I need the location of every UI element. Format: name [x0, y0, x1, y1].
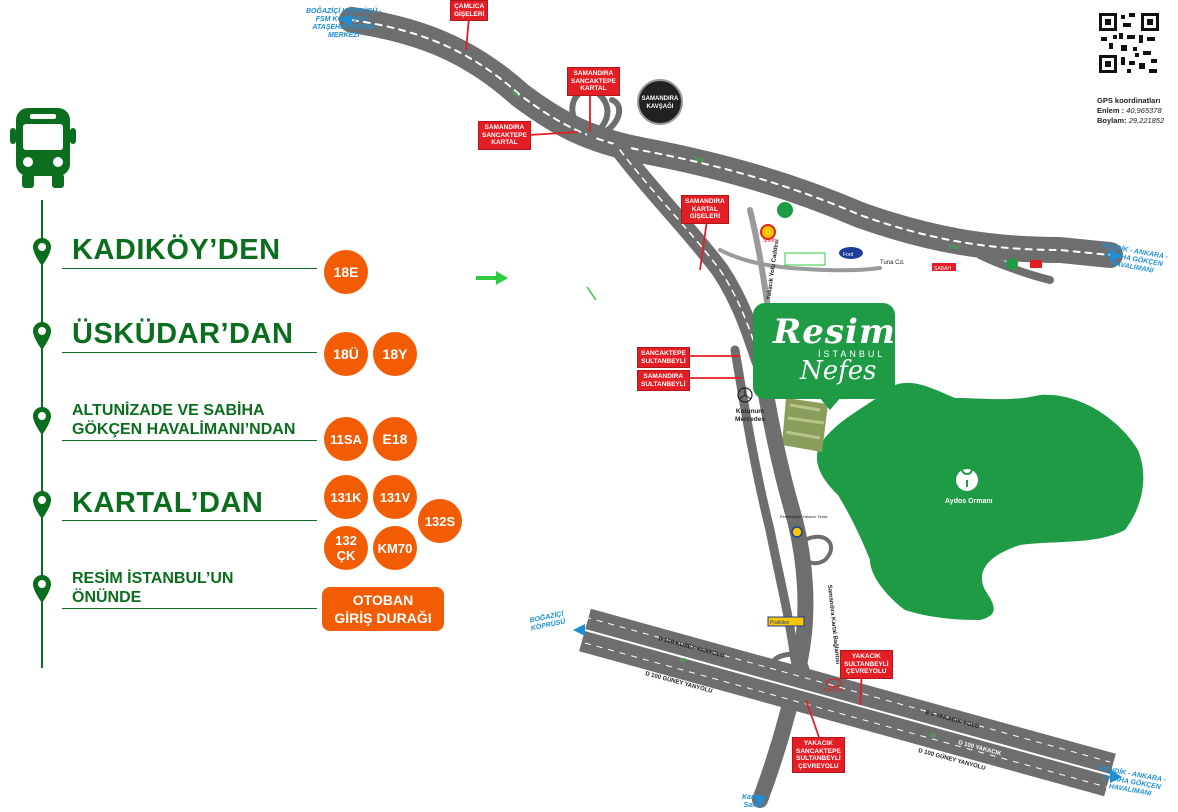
bus-line-badge: 131V [373, 475, 417, 519]
yakacik-sancaktepe-label: YAKACIK SANCAKTEPE SULTANBEYLİ ÇEVREYOLU [792, 737, 845, 773]
location-pin-icon [33, 407, 51, 435]
tem-label-2: TEM [693, 156, 705, 164]
logo-line2: İSTANBUL [818, 349, 886, 359]
logo-line1: Resim [773, 312, 896, 352]
bogazici-top-label: BOĞAZİÇİ KÖPRÜSÜ - FSM KÖPRÜSÜ - ATAŞEHİ… [306, 8, 382, 39]
bus-line-badge: 132S [418, 499, 462, 543]
fb-icon [791, 526, 803, 538]
resim-istanbul-logo [753, 303, 895, 399]
stop-divider [62, 352, 317, 353]
samandira-sancaktepe-kartal-1-label: SAMANDIRA SANCAKTEPE KARTAL [567, 67, 620, 96]
location-pin-icon [33, 491, 51, 519]
stop-divider [62, 608, 317, 609]
logo-line3: Nefes [800, 356, 877, 386]
d100-highway [579, 608, 1116, 797]
samandira-kavsagi-line2: KAVŞAĞI [647, 102, 674, 110]
stop-uskudar-title: ÜSKÜDAR’DAN [72, 318, 294, 350]
stop-divider [62, 440, 317, 441]
highway-stop-badge: OTOBAN GİRİŞ DURAĞI [322, 587, 444, 631]
e5-label-2: E5 [930, 733, 936, 739]
sancaktepe-sultanbeyli-label: SANCAKTEPE SULTANBEYLİ [637, 347, 690, 368]
sabah-icon [932, 263, 956, 271]
stop-divider [62, 268, 317, 269]
samandira-kartal-giseleri-label: SAMANDIRA KARTAL GİŞELERİ [681, 195, 729, 224]
tem-label-1: TEM [509, 89, 521, 100]
shell-label: Shell [763, 238, 774, 244]
samandira-kavsagi-marker [637, 79, 683, 125]
bus-icon [10, 108, 76, 188]
stop-divider [62, 520, 317, 521]
arrow-right-icon [476, 271, 597, 301]
camlica-label: ÇAMLICA GİŞELERİ [450, 0, 489, 21]
bus-line-badge: 18E [324, 250, 368, 294]
samandira-sancaktepe-kartal-2-label: SAMANDIRA SANCAKTEPE KARTAL [478, 121, 531, 150]
bus-line-badge: 11SA [324, 417, 368, 461]
tuna-cad-label: Tuna Cd. [880, 260, 905, 266]
shell-icon [760, 224, 776, 240]
stop-kartal-title: KARTAL’DAN [72, 487, 264, 519]
qr-code-icon [1099, 13, 1159, 73]
bus-line-badge: KM70 [373, 526, 417, 570]
tem-label-3: TEM [948, 244, 959, 251]
aydos-forest [816, 382, 1144, 620]
location-pin-icon [33, 575, 51, 603]
samandira-kartal-baglantisi-label: Samandıra Kartal Bağlantısı [826, 585, 840, 665]
fb-label: Fenerbahçe Yakacık Tesisi [780, 514, 827, 519]
yakacik-yolu-label: Yakacık Yolu Caddesi [766, 239, 780, 301]
aydos-label: Aydos Ormanı [945, 498, 993, 505]
stop-altunizade-title: ALTUNİZADE VE SABİHA GÖKÇEN HAVALİMANI’N… [72, 402, 296, 438]
stop-resim-title: RESİM İSTANBUL’UN ÖNÜNDE [72, 570, 234, 606]
kolunum-line2: Mercedes [735, 416, 765, 423]
samandira-kavsagi-line1: SAMANDIRA [642, 96, 679, 102]
location-pin-icon [33, 322, 51, 350]
kolunum-line1: Kolunum [736, 408, 764, 415]
bus-line-badge: 132 ÇK [324, 526, 368, 570]
stop-kadikoy-title: KADIKÖY’DEN [72, 234, 281, 266]
gps-coordinates: GPS koordinatları Enlem : 40,965378 Boyl… [1097, 96, 1165, 125]
ford-icon [839, 247, 863, 259]
toyota-icon [826, 678, 842, 688]
kartal-sahil-label: Kartal Sahil [742, 794, 762, 809]
bus-line-badge: 131K [324, 475, 368, 519]
location-pin-icon [33, 238, 51, 266]
tree-icon [961, 463, 974, 487]
toyota-label: TOYOTA [823, 688, 844, 694]
bus-line-badge: 18Ü [324, 332, 368, 376]
bus-line-badge: 18Y [373, 332, 417, 376]
logo-pointer [818, 396, 842, 410]
ford-label: Ford [843, 252, 854, 258]
e5-label-1: E5 [680, 658, 686, 664]
praktiker-label: Praktiker [770, 620, 790, 626]
samandira-sultanbeyli-label: SAMANDIRA SULTANBEYLİ [637, 370, 690, 391]
praktiker-icon [767, 616, 805, 627]
sabah-label: SABAH [934, 266, 951, 272]
yakacik-sultanbeyli-label: YAKACIK SULTANBEYLİ ÇEVREYOLU [840, 650, 893, 679]
bus-line-badge: E18 [373, 417, 417, 461]
direction-arrows [340, 14, 1122, 808]
connector-lines [465, 17, 863, 741]
